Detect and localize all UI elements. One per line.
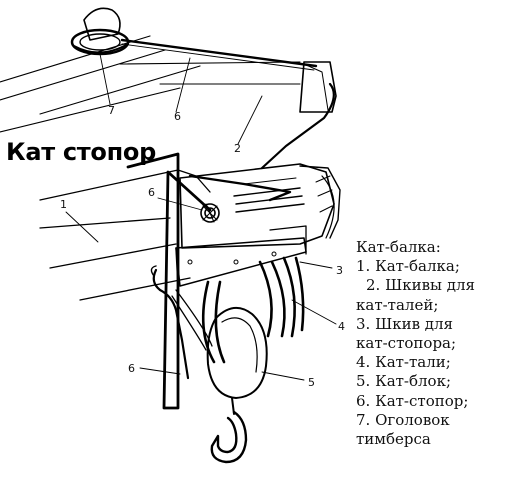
callout-4: 4 bbox=[338, 320, 345, 333]
callout-leaders bbox=[65, 53, 337, 381]
caption-leader-lines bbox=[126, 152, 212, 410]
callout-3: 3 bbox=[336, 264, 343, 277]
callout-7: 7 bbox=[108, 104, 115, 117]
callout-2: 2 bbox=[234, 142, 241, 155]
legend-heading: Кат-балка: bbox=[356, 238, 441, 256]
callout-5: 5 bbox=[308, 376, 315, 389]
legend-item: 3. Шкив для bbox=[356, 314, 454, 333]
cathead-beam-drawing bbox=[39, 169, 211, 301]
bracket-plate-drawing bbox=[175, 225, 307, 287]
cat-falls-drawing bbox=[201, 256, 305, 364]
callout-6-bottom: 6 bbox=[128, 362, 135, 375]
legend-item: 2. Шкивы для bbox=[366, 276, 475, 295]
timberhead-drawing bbox=[70, 7, 130, 56]
deck-planks-drawing bbox=[0, 35, 301, 133]
legend-item: 7. Оголовок bbox=[356, 410, 450, 429]
hook-drawing bbox=[210, 410, 248, 464]
beam-head-drawing bbox=[179, 163, 341, 249]
callout-1: 1 bbox=[60, 198, 67, 211]
legend: Кат-балка: 1. Кат-балка; 2. Шкивы для ка… bbox=[356, 238, 502, 449]
legend-item: 6. Кат-стопор; bbox=[356, 391, 469, 410]
legend-item: тимберса bbox=[356, 430, 431, 449]
legend-item: 1. Кат-балка; bbox=[356, 257, 460, 276]
legend-item: кат-талей; bbox=[356, 295, 439, 314]
legend-item: кат-стопора; bbox=[356, 334, 457, 353]
legend-item: 4. Кат-тали; bbox=[356, 353, 451, 372]
legend-item: 5. Кат-блок; bbox=[356, 372, 452, 391]
callout-6-middle: 6 bbox=[148, 186, 155, 199]
stopper-rope-drawing bbox=[150, 265, 213, 380]
cat-stopper-coil-drawing bbox=[200, 203, 220, 223]
fall-rope-drawing bbox=[120, 38, 337, 170]
callout-6-top: 6 bbox=[174, 110, 181, 123]
caption-cat-stopper: Кат стопор bbox=[6, 138, 156, 166]
